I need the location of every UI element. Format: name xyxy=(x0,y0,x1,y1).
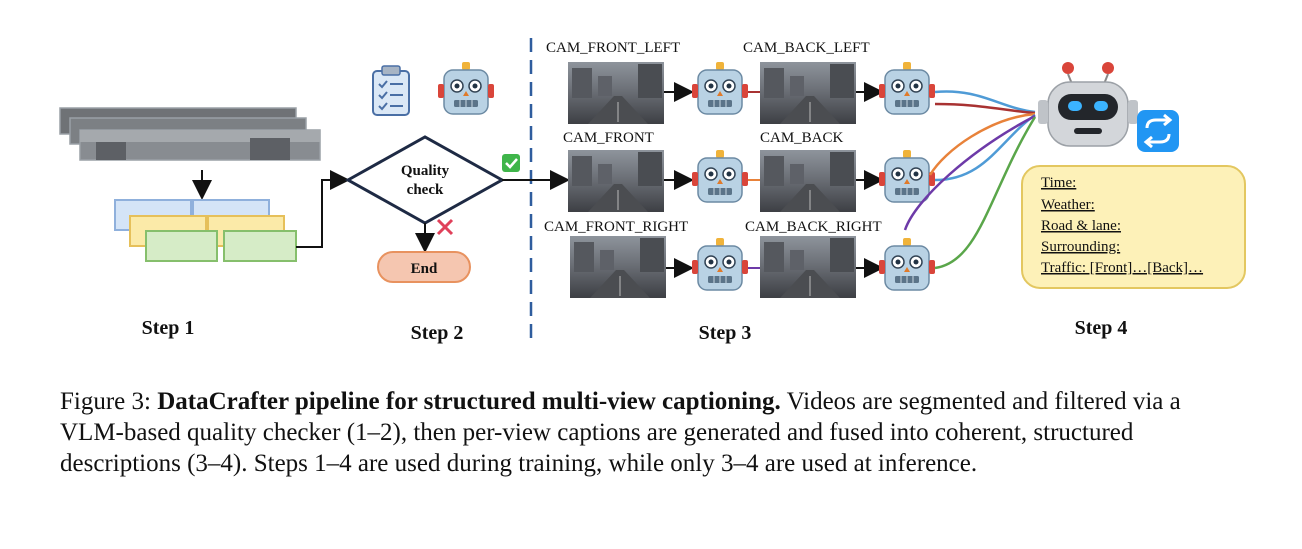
cross-icon xyxy=(436,218,454,236)
cam-front-label: CAM_FRONT xyxy=(563,130,654,146)
robot-icon xyxy=(878,149,936,203)
step1-label: Step 1 xyxy=(142,317,195,339)
cam-front-right-image xyxy=(569,235,667,299)
robot-icon xyxy=(691,61,749,115)
cam-back-left-label: CAM_BACK_LEFT xyxy=(743,40,870,56)
cam-back-right-image xyxy=(759,235,857,299)
field-weather: Weather: xyxy=(1041,197,1095,213)
robot-icon xyxy=(878,237,936,291)
step3-label: Step 3 xyxy=(699,322,752,344)
cam-back-right-label: CAM_BACK_RIGHT xyxy=(745,219,882,235)
check-icon xyxy=(502,154,520,172)
cam-front-right-label: CAM_FRONT_RIGHT xyxy=(544,219,688,235)
field-surrounding: Surrounding: xyxy=(1041,239,1120,255)
robot-icon xyxy=(878,61,936,115)
pipeline-diagram: Step 1 Quality check End Step 2 CAM_FRON… xyxy=(59,38,1246,344)
segment-blocks xyxy=(114,199,297,262)
robot-icon xyxy=(691,149,749,203)
caption-title: DataCrafter pipeline for structured mult… xyxy=(157,388,781,415)
quality-check-line2: check xyxy=(407,182,444,198)
cam-front-image xyxy=(567,149,665,213)
caption-body: Videos are segmented and filtered via a … xyxy=(60,388,1181,477)
cam-back-label: CAM_BACK xyxy=(760,130,844,146)
step4-label: Step 4 xyxy=(1075,317,1128,339)
cam-back-left-image xyxy=(759,61,857,125)
figure-caption: Figure 3: DataCrafter pipeline for struc… xyxy=(60,386,1250,479)
cam-back-image xyxy=(759,149,857,213)
robot-icon xyxy=(437,61,495,115)
cam-front-left-label: CAM_FRONT_LEFT xyxy=(546,40,680,56)
arrow-to-quality xyxy=(296,170,350,248)
field-traffic: Traffic: [Front]…[Back]… xyxy=(1041,260,1203,276)
field-road-lane: Road & lane: xyxy=(1041,218,1121,234)
fusion-curves xyxy=(903,90,1037,270)
end-label: End xyxy=(411,261,438,277)
clipboard-icon xyxy=(372,65,410,116)
step2-label: Step 2 xyxy=(411,322,464,344)
caption-prefix: Figure 3: xyxy=(60,388,158,415)
cam-front-left-image xyxy=(567,61,665,125)
quality-check-line1: Quality xyxy=(401,163,450,179)
fusion-robot-icon xyxy=(1038,62,1138,147)
quality-check-diamond xyxy=(344,135,506,225)
structured-caption-box xyxy=(1021,165,1246,289)
video-strips xyxy=(59,107,321,161)
robot-icon xyxy=(691,237,749,291)
refresh-icon xyxy=(1137,110,1179,152)
field-time: Time: xyxy=(1041,175,1076,191)
end-node xyxy=(377,251,471,283)
